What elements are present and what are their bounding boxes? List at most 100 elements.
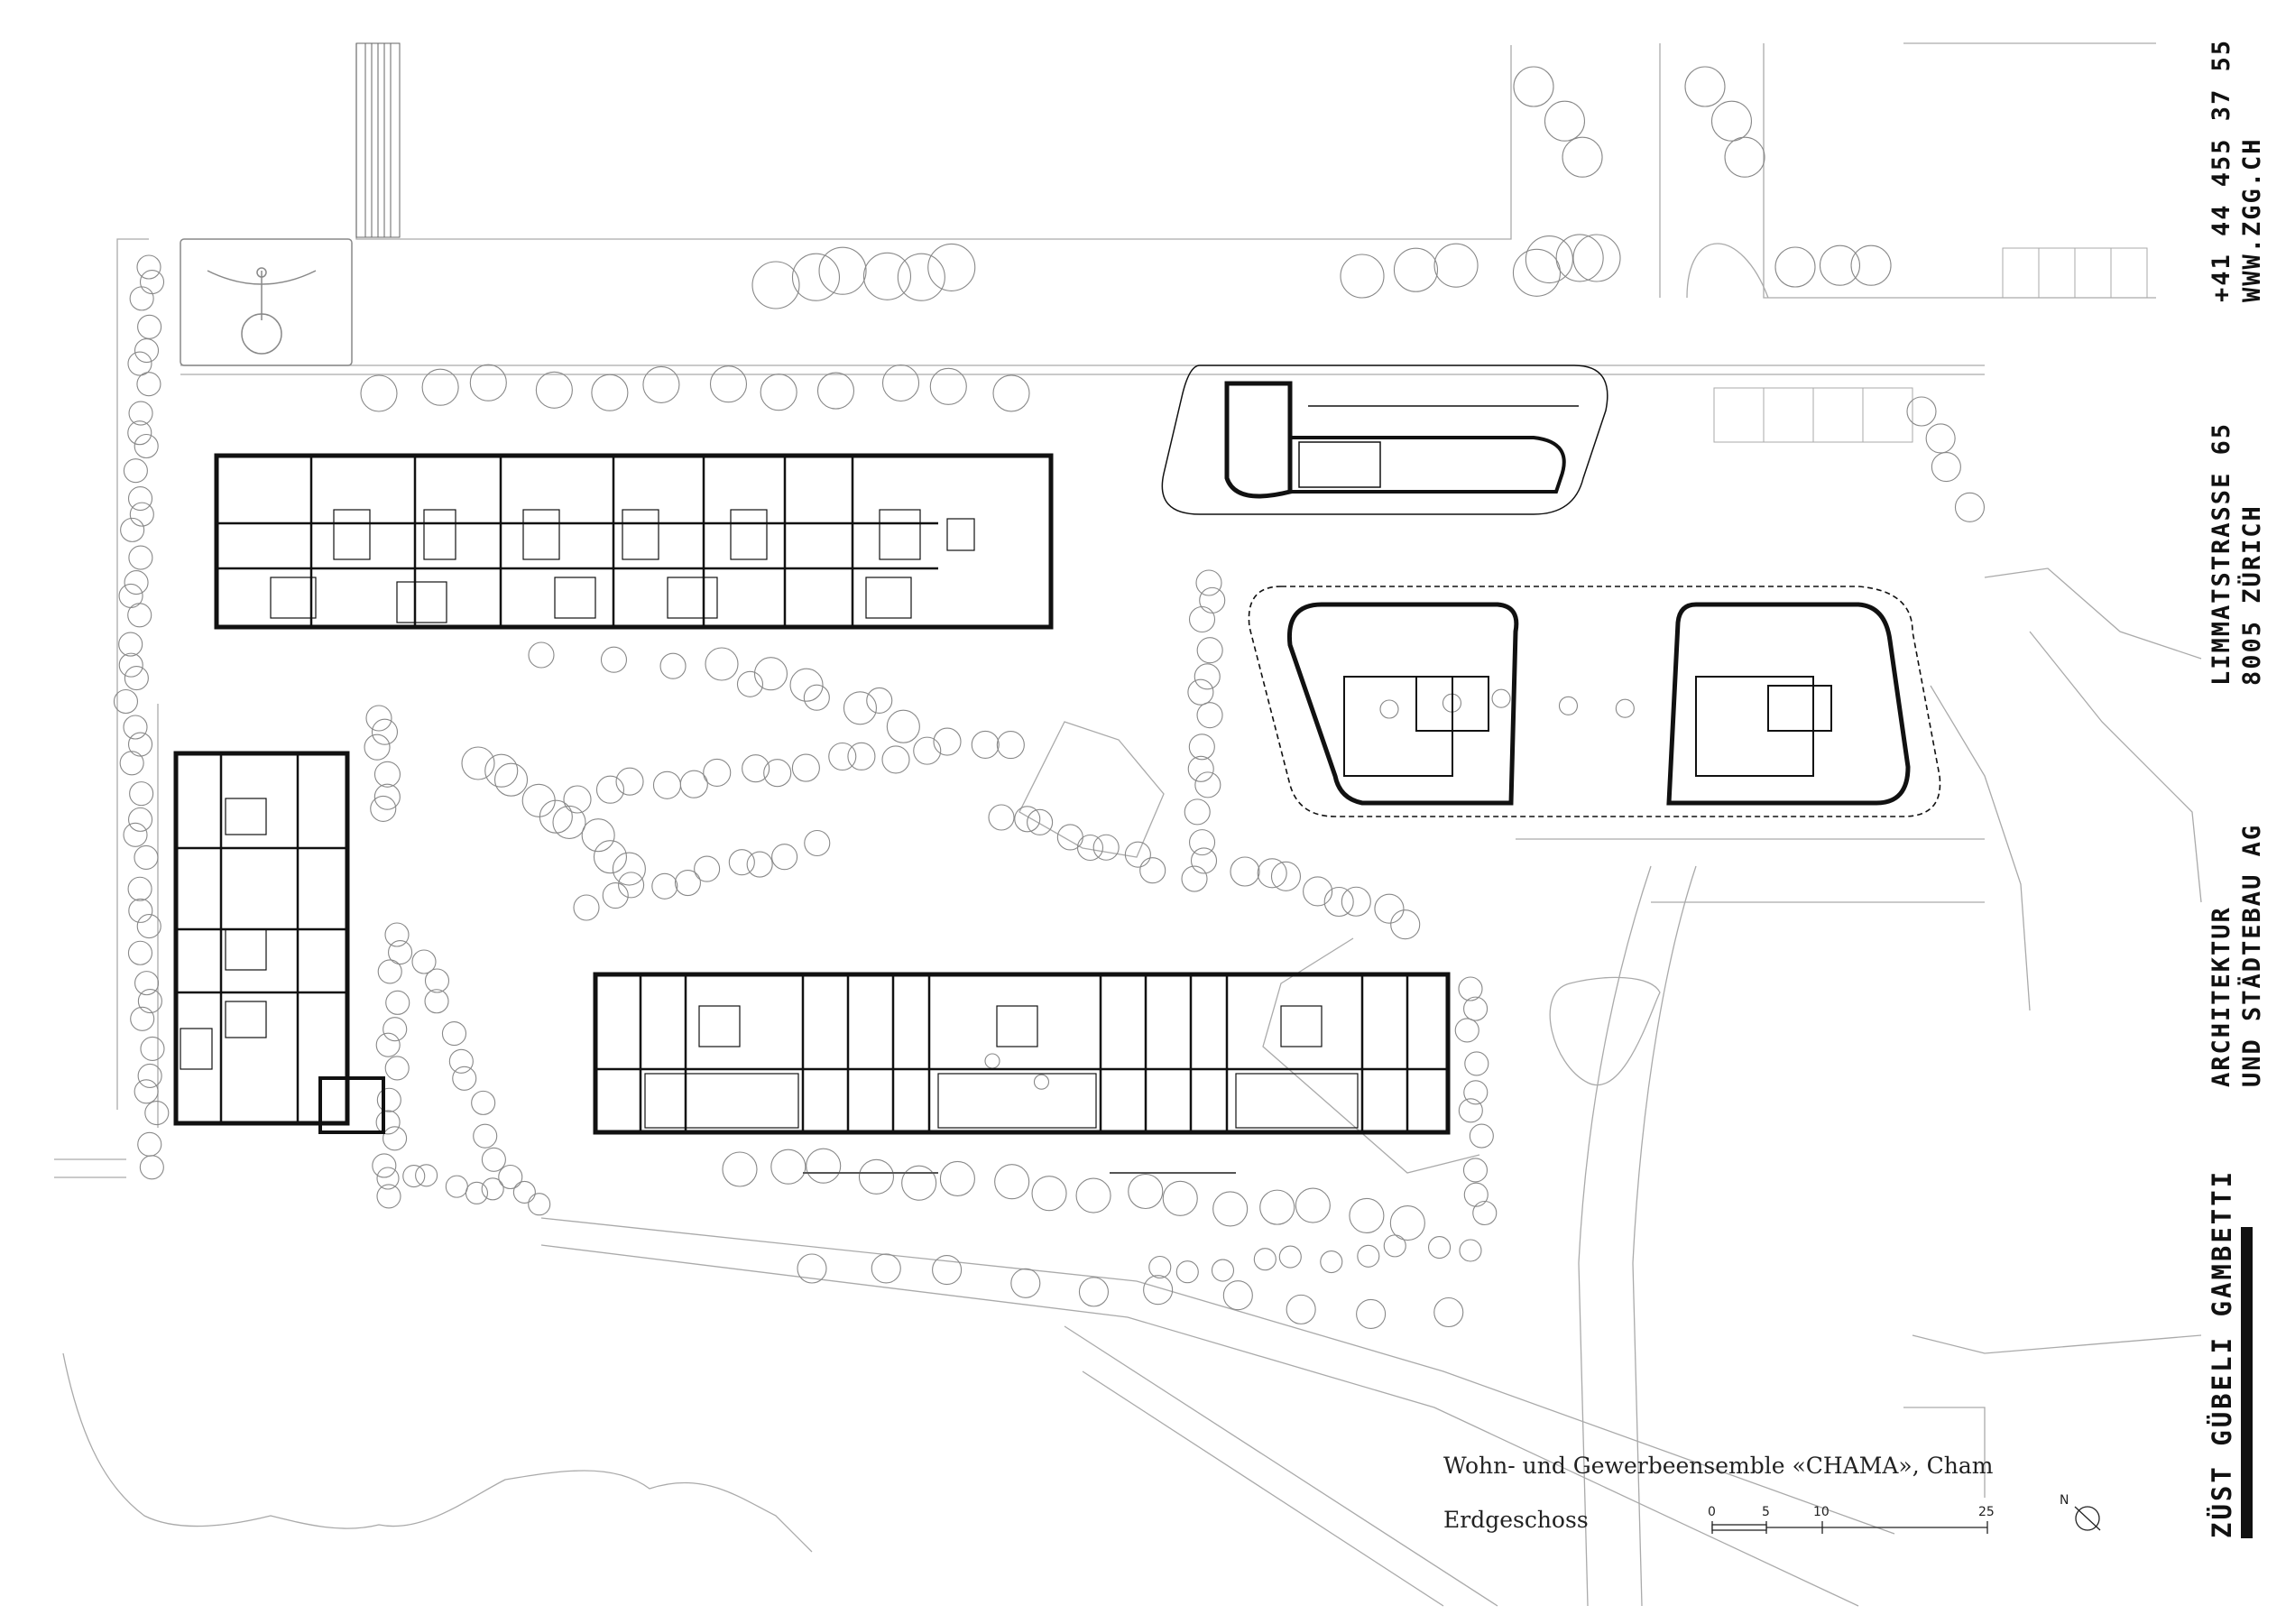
tree-canopy (642, 365, 680, 403)
project-title: Wohn- und Gewerbeensemble «CHAMA», Cham (1443, 1453, 1994, 1479)
tree-canopy (881, 745, 910, 774)
tree-canopy (591, 374, 629, 411)
tree-canopy (709, 365, 748, 403)
tree-canopy (770, 1149, 806, 1185)
drawing-title: Erdgeschoss (1443, 1507, 1589, 1533)
tree-canopy (118, 583, 143, 609)
tree-canopy (127, 351, 152, 376)
tree-canopy (1512, 248, 1562, 297)
tree-canopy (371, 718, 399, 745)
tree-canopy (1056, 824, 1083, 851)
tree-canopy (384, 922, 410, 947)
tree-canopy (376, 1087, 401, 1112)
tree-canopy (1188, 734, 1215, 761)
tree-canopy (615, 767, 644, 796)
tree-canopy (388, 940, 413, 965)
tree-canopy (128, 545, 153, 570)
tree-canopy (722, 1151, 758, 1187)
firm-name: ZÜST GÜBELI GAMBETTI (2207, 1168, 2237, 1538)
tree-canopy (1194, 663, 1221, 690)
tree-canopy (539, 799, 573, 834)
tree-canopy (581, 818, 615, 853)
tree-canopy (651, 872, 678, 900)
tree-canopy (843, 691, 878, 725)
tree-canopy (929, 367, 967, 405)
tree-canopy (120, 517, 145, 542)
tree-canopy (1075, 1177, 1111, 1213)
tree-canopy (1462, 1158, 1489, 1183)
contact-web: WWW.ZGG.CH (2238, 137, 2266, 302)
address-block: LIMMATSTRASSE 65 8005 ZÜRICH (2207, 422, 2268, 686)
stair-strip (355, 42, 401, 238)
tree-canopy (1389, 1205, 1425, 1241)
tree-canopy (384, 1056, 410, 1081)
tree-canopy (441, 1021, 467, 1047)
tree-canopy (1341, 886, 1371, 917)
tree-canopy (996, 731, 1025, 760)
tree-canopy (1615, 698, 1635, 718)
tree-canopy (139, 1155, 164, 1180)
tree-canopy (1463, 1182, 1489, 1207)
tree-canopy (1010, 1268, 1041, 1298)
tree-canopy (797, 1253, 827, 1284)
tree-canopy (1320, 1250, 1343, 1274)
tree-canopy (1148, 1255, 1172, 1279)
tree-canopy (123, 715, 148, 740)
building-parking-entrance (1161, 364, 1608, 515)
tree-canopy (144, 1101, 170, 1126)
tree-canopy (1162, 1180, 1198, 1216)
tree-canopy (1190, 847, 1218, 874)
tree-canopy (123, 822, 148, 847)
tree-canopy (1819, 245, 1861, 286)
tree-canopy (897, 253, 945, 301)
tree-canopy (1472, 1200, 1498, 1226)
tree-canopy (1428, 1236, 1452, 1260)
tree-canopy (127, 876, 152, 901)
tree-canopy (370, 795, 397, 822)
tree-canopy (753, 657, 788, 691)
tree-canopy (803, 684, 830, 711)
tree-canopy (1433, 243, 1479, 288)
tree-canopy (128, 401, 153, 426)
tree-canopy (481, 1147, 506, 1172)
tree-canopy (1092, 834, 1120, 861)
address-city: 8005 ZÜRICH (2238, 504, 2266, 686)
tree-canopy (360, 374, 398, 412)
tree-canopy (1211, 1259, 1235, 1282)
tree-canopy (1187, 755, 1214, 782)
tree-canopy (535, 371, 573, 409)
tree-canopy (1906, 396, 1937, 427)
tree-canopy (1925, 423, 1956, 454)
tree-canopy (113, 688, 139, 715)
scale-tick-label: 10 (1813, 1505, 1830, 1519)
tree-canopy (134, 844, 159, 871)
tree-canopy (373, 783, 401, 810)
tree-canopy (465, 1181, 489, 1204)
tree-canopy (866, 687, 893, 714)
tree-canopy (939, 1160, 975, 1196)
tree-canopy (1525, 235, 1573, 284)
tree-canopy (1458, 976, 1483, 1001)
scale-tick-label: 5 (1762, 1505, 1770, 1519)
tree-canopy (528, 641, 555, 669)
tree-canopy (1303, 876, 1333, 907)
tree-canopy (1710, 100, 1753, 142)
tree-canopy (1459, 1239, 1482, 1262)
tree-canopy (129, 286, 154, 311)
tree-canopy (473, 1123, 498, 1149)
tree-canopy (816, 372, 855, 410)
company-block: ARCHITEKTUR UND STÄDTEBAU AG (2207, 824, 2268, 1087)
tree-canopy (469, 364, 507, 401)
tree-canopy (600, 646, 628, 673)
tree-canopy (1270, 861, 1302, 891)
tree-canopy (862, 252, 912, 300)
tree-canopy (421, 368, 459, 406)
tree-canopy (134, 971, 160, 996)
tree-canopy (139, 270, 165, 295)
tree-canopy (1181, 865, 1208, 892)
tree-canopy (593, 840, 628, 874)
tree-canopy (595, 775, 625, 804)
contact-phone: +41 44 455 37 55 (2207, 38, 2235, 302)
tree-canopy (1357, 1244, 1380, 1268)
tree-canopy (134, 1079, 159, 1104)
